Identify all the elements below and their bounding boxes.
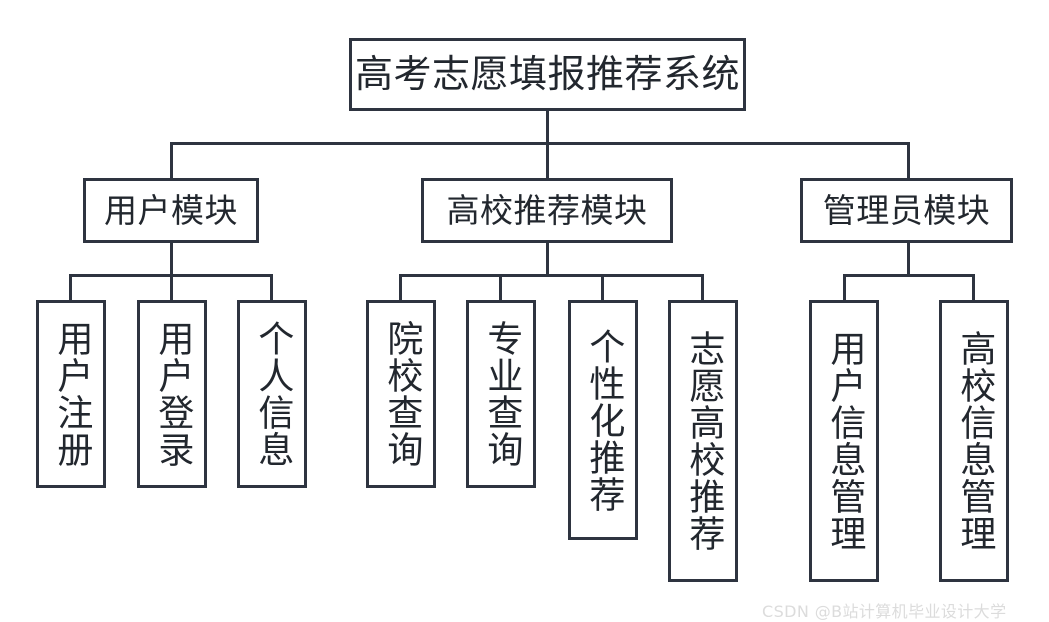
node-leaf-volunteer-college-recommend: 志愿高校推荐 (668, 300, 738, 582)
connector-drop-user-leaf-1 (69, 274, 72, 301)
connector-drop-recommend-leaf-2 (499, 274, 502, 301)
node-leaf-college-info-manage: 高校信息管理 (939, 300, 1009, 582)
connector-drop-module-2 (546, 142, 549, 179)
node-leaf-user-info-manage: 用户信息管理 (809, 300, 879, 582)
connector-drop-module-1 (170, 142, 173, 179)
connector-drop-recommend-leaf-3 (601, 274, 604, 301)
connector-root-stem (546, 111, 549, 143)
connector-module-recommend-stem (546, 243, 549, 275)
connector-drop-user-leaf-3 (270, 274, 273, 301)
node-module-admin: 管理员模块 (800, 178, 1013, 243)
node-module-recommend: 高校推荐模块 (421, 178, 673, 243)
node-leaf-college-search: 院校查询 (366, 300, 436, 488)
connector-module-admin-stem (907, 243, 910, 275)
connector-drop-recommend-leaf-4 (701, 274, 704, 301)
connector-drop-admin-leaf-1 (843, 274, 846, 301)
node-leaf-major-search: 专业查询 (466, 300, 536, 488)
connector-module-admin-bus (843, 274, 975, 277)
connector-module-user-stem (170, 243, 173, 275)
connector-drop-module-3 (907, 142, 910, 179)
connector-module-recommend-bus (399, 274, 704, 277)
node-leaf-user-login: 用户登录 (137, 300, 207, 488)
node-leaf-user-register: 用户注册 (36, 300, 106, 488)
node-module-user: 用户模块 (83, 178, 259, 243)
connector-drop-user-leaf-2 (170, 274, 173, 301)
watermark-text: CSDN @B站计算机毕业设计大学 (762, 602, 1007, 621)
node-leaf-personal-info: 个人信息 (237, 300, 307, 488)
connector-drop-recommend-leaf-1 (399, 274, 402, 301)
node-leaf-personalized-recommend: 个性化推荐 (568, 300, 638, 540)
node-root: 高考志愿填报推荐系统 (349, 38, 746, 111)
connector-drop-admin-leaf-2 (972, 274, 975, 301)
connector-level1-bus (170, 142, 910, 145)
